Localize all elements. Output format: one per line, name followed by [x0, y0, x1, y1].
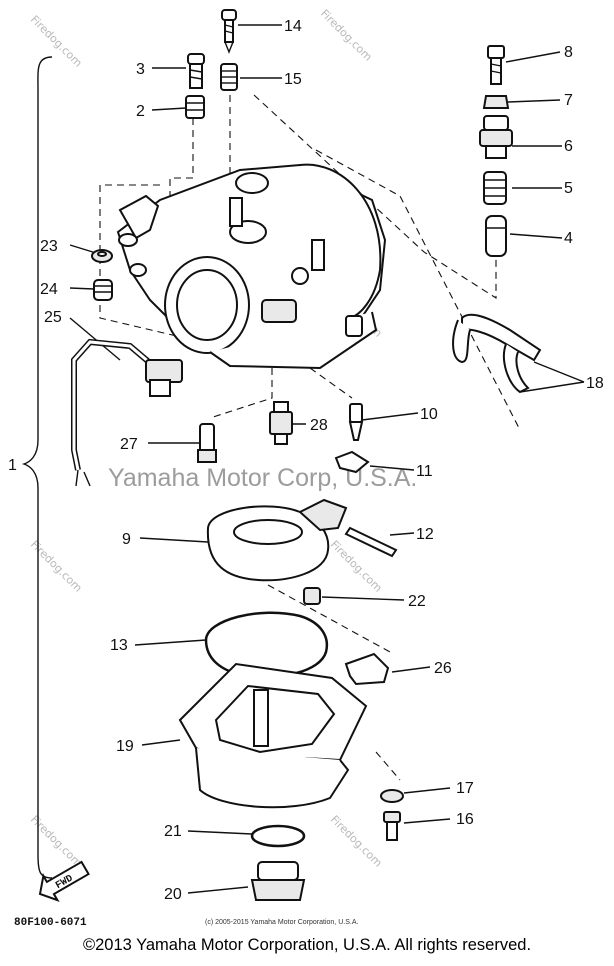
callout-21: 21 — [164, 823, 182, 840]
callout-24: 24 — [40, 281, 58, 298]
part-19-float-bowl — [178, 662, 368, 809]
part-16-screw — [383, 811, 401, 841]
callout-13: 13 — [110, 637, 128, 654]
part-12-pin — [344, 526, 398, 558]
fwd-arrow: FWD — [38, 860, 90, 902]
callout-3: 3 — [136, 61, 145, 78]
callout-19: 19 — [116, 738, 134, 755]
part-15-spring — [220, 63, 238, 91]
callout-labels: 14 15 3 2 8 7 6 5 4 23 24 25 18 27 28 10… — [40, 18, 604, 903]
callout-1: 1 — [8, 457, 17, 474]
watermark-center: Yamaha Motor Corp, U.S.A. — [108, 464, 417, 492]
part-11-clip — [334, 450, 370, 474]
callout-18: 18 — [586, 375, 604, 392]
part-14-screw — [221, 9, 237, 54]
watermark-firedog: Firedog.com — [28, 13, 85, 70]
part-21-gasket — [250, 824, 306, 848]
part-3-screw — [187, 53, 205, 89]
part-24-spring — [93, 279, 113, 301]
part-17-washer — [380, 789, 404, 803]
callout-2: 2 — [136, 103, 145, 120]
callout-6: 6 — [564, 138, 573, 155]
part-26-bracket — [344, 652, 390, 686]
watermark-firedog: Firedog.com — [328, 813, 385, 870]
callout-14: 14 — [284, 18, 302, 35]
part-27-jet — [197, 423, 217, 463]
part-22-screw — [303, 587, 321, 605]
callout-23: 23 — [40, 238, 58, 255]
part-10-needle-valve — [348, 403, 364, 441]
callout-5: 5 — [564, 180, 573, 197]
footer-copyright: ©2013 Yamaha Motor Corporation, U.S.A. A… — [82, 936, 532, 954]
callout-9: 9 — [122, 531, 131, 548]
watermark-firedog: Firedog.com — [318, 7, 375, 64]
callout-17: 17 — [456, 780, 474, 797]
diagram-code: 80F100-6071 — [14, 917, 87, 929]
callout-10: 10 — [420, 406, 438, 423]
callout-16: 16 — [456, 811, 474, 828]
callout-27: 27 — [120, 436, 138, 453]
part-23-washer — [91, 249, 113, 263]
part-7-nut — [482, 95, 510, 109]
callout-20: 20 — [164, 886, 182, 903]
watermark-firedog: Firedog.com — [28, 538, 85, 595]
part-25-wire-harness — [71, 338, 183, 487]
part-28-jet — [269, 401, 293, 445]
part-2-spring — [185, 95, 205, 119]
part-20-drain-plug — [250, 861, 306, 901]
leader-lines — [69, 24, 585, 894]
callout-4: 4 — [564, 230, 573, 247]
callout-28: 28 — [310, 417, 328, 434]
part-13-gasket — [204, 611, 329, 679]
callout-22: 22 — [408, 593, 426, 610]
watermark-firedog: Firedog.com — [28, 813, 85, 870]
part-4-valve — [485, 215, 507, 257]
part-5-spring — [483, 171, 507, 205]
callout-8: 8 — [564, 44, 573, 61]
watermark-small-copyright: (c) 2005-2015 Yamaha Motor Corporation, … — [205, 919, 358, 926]
callout-7: 7 — [564, 92, 573, 109]
part-6-adjuster — [479, 115, 513, 159]
part-8-screw — [487, 45, 505, 85]
assembly-bracket — [21, 56, 53, 879]
carburetor-body — [116, 163, 387, 370]
callout-15: 15 — [284, 71, 302, 88]
callout-12: 12 — [416, 526, 434, 543]
callout-26: 26 — [434, 660, 452, 677]
callout-11: 11 — [416, 463, 433, 480]
part-18-hose — [452, 313, 542, 394]
callout-25: 25 — [44, 309, 62, 326]
part-9-float — [206, 498, 348, 582]
